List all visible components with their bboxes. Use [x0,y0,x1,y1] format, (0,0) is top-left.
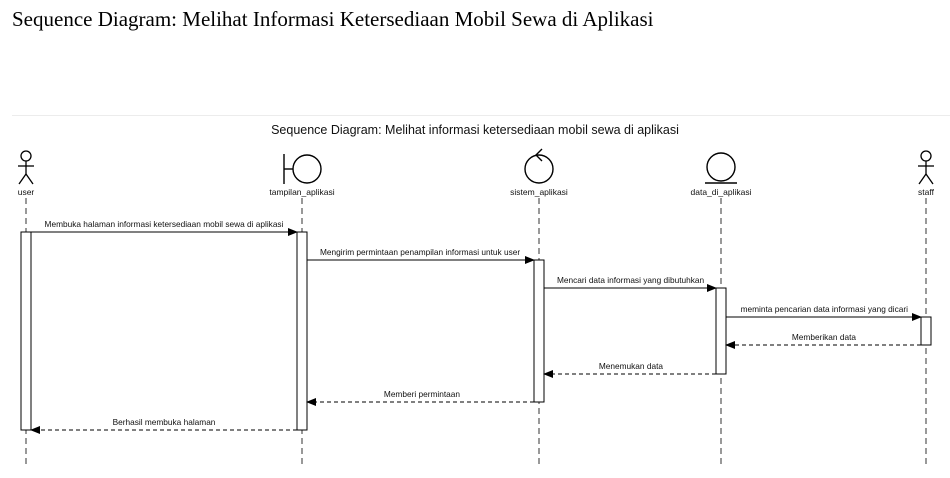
message-3: Mencari data informasi yang dibutuhkan [544,275,717,292]
message-label-2: Mengirim permintaan penampilan informasi… [320,247,520,257]
actor-user-icon [18,150,34,185]
message-label-4: meminta pencarian data informasi yang di… [741,304,909,314]
message-label-8: Berhasil membuka halaman [113,417,216,427]
page-heading: Sequence Diagram: Melihat Informasi Kete… [12,7,654,31]
participant-label-staff: staff [918,187,935,197]
message-label-1: Membuka halaman informasi ketersediaan m… [45,219,284,229]
participant-label-tampilan: tampilan_aplikasi [269,187,334,197]
message-label-3: Mencari data informasi yang dibutuhkan [557,275,705,285]
entity-data-icon [705,152,737,184]
message-4: meminta pencarian data informasi yang di… [726,304,922,321]
participant-label-sistem: sistem_aplikasi [510,187,568,197]
boundary-tampilan-icon [283,154,322,184]
message-label-6: Menemukan data [599,361,663,371]
activation-bar-user [20,231,32,431]
message-label-7: Memberi permintaan [384,389,460,399]
sequence-diagram-panel: Sequence Diagram: Melihat informasi kete… [12,115,950,466]
activation-bar-tampilan [296,231,308,431]
participant-label-data: data_di_aplikasi [691,187,752,197]
sequence-diagram: Sequence Diagram: Melihat informasi kete… [18,123,935,466]
actor-staff-icon [918,150,934,185]
message-6: Menemukan data [543,361,716,378]
message-1: Membuka halaman informasi ketersediaan m… [31,219,298,236]
activation-bar-sistem [533,259,545,403]
message-8: Berhasil membuka halaman [30,417,297,434]
message-5: Memberikan data [725,332,921,349]
activation-bar-data [715,287,727,375]
diagram-title: Sequence Diagram: Melihat informasi kete… [271,123,679,137]
message-label-5: Memberikan data [792,332,856,342]
participant-label-user: user [18,187,35,197]
control-sistem-icon [524,148,554,184]
message-2: Mengirim permintaan penampilan informasi… [307,247,535,264]
message-7: Memberi permintaan [306,389,534,406]
activation-bar-staff [920,316,932,346]
